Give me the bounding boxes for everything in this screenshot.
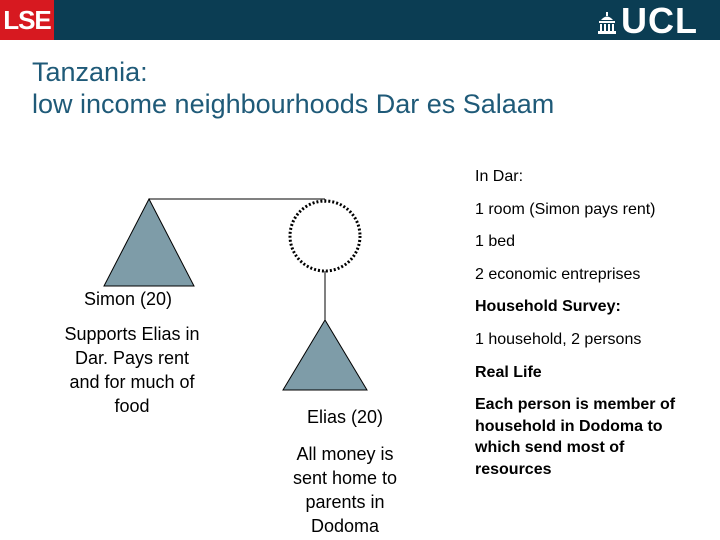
ucl-portico-icon <box>598 12 616 34</box>
simon-name-label: Simon (20) <box>84 289 173 309</box>
in-dar-label: In Dar: <box>475 168 524 185</box>
elias-description: All money is sent home to parents in Dod… <box>292 444 398 536</box>
enterprises-text: 2 economic entreprises <box>475 265 641 283</box>
page-title: Tanzania: low income neighbourhoods Dar … <box>32 56 692 120</box>
title-line-1: Tanzania: <box>32 57 148 87</box>
elias-name-label: Elias (20) <box>306 407 384 427</box>
header-bar: LSE UCL <box>0 0 720 40</box>
survey-value: 1 household, 2 persons <box>475 330 642 348</box>
simon-description: Supports Elias in Dar. Pays rent and for… <box>64 324 200 416</box>
survey-heading: Household Survey: <box>475 298 621 316</box>
room-text: 1 room (Simon pays rent) <box>475 200 656 218</box>
ucl-logo: UCL <box>597 0 698 41</box>
ucl-logo-text: UCL <box>621 0 698 41</box>
household-circle <box>288 199 362 273</box>
lse-logo: LSE <box>0 0 54 40</box>
bed-text: 1 bed <box>475 233 516 251</box>
elias-triangle <box>282 319 368 391</box>
real-life-heading: Real Life <box>475 363 542 381</box>
title-line-2: low income neighbourhoods Dar es Salaam <box>32 89 555 119</box>
simon-triangle <box>103 197 195 287</box>
info-panel: In Dar: 1 room (Simon pays rent) 1 bed 2… <box>475 166 715 480</box>
real-life-value: Each person is member of household in Do… <box>475 396 676 478</box>
